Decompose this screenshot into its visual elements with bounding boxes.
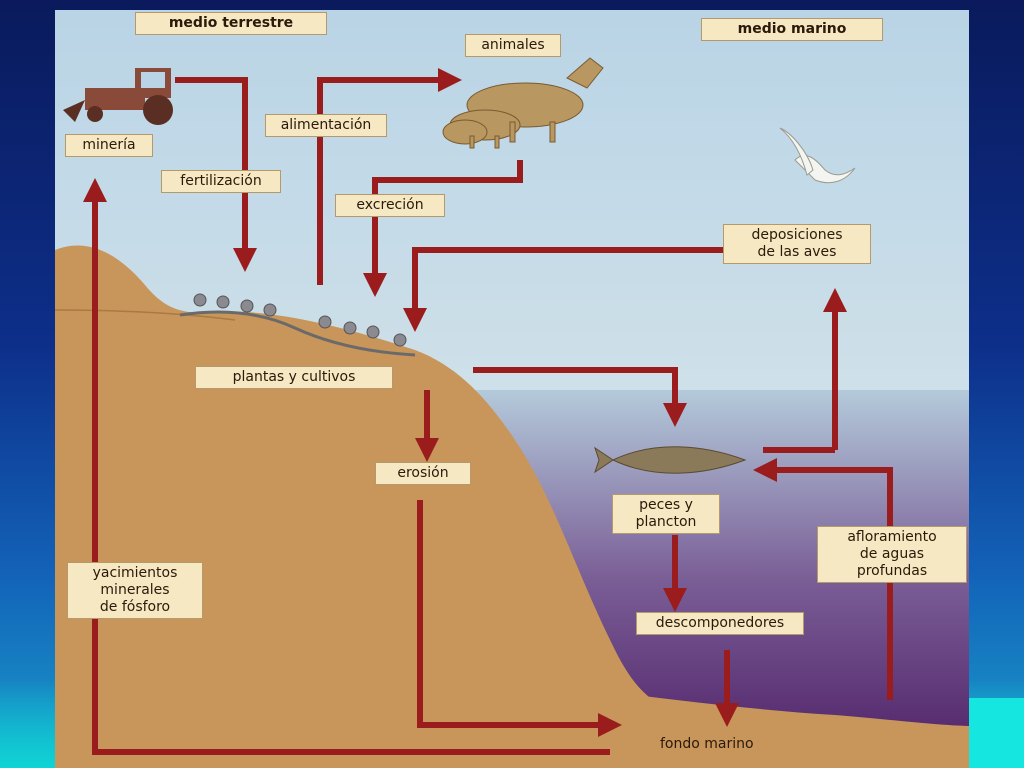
label-animales: animales	[465, 34, 561, 57]
slide-corner-accent	[964, 698, 1024, 768]
arrow-afloramiento	[753, 458, 893, 700]
arrow-deposiciones	[403, 247, 723, 332]
diagram-canvas	[55, 10, 969, 768]
label-plantas: plantas y cultivos	[195, 366, 393, 389]
arrow-alimentacion	[317, 68, 462, 285]
plants-icon	[179, 293, 416, 357]
arrow-yacimientos	[83, 178, 610, 755]
label-fertilizacion: fertilización	[161, 170, 281, 193]
label-erosion: erosión	[375, 462, 471, 485]
arrows	[83, 68, 893, 755]
land-contour	[55, 309, 236, 321]
label-excrecion: excreción	[335, 194, 445, 217]
label-peces: peces y plancton	[612, 494, 720, 534]
label-descomponedores: descomponedores	[636, 612, 804, 635]
arrow-plantas-mar	[473, 367, 687, 427]
phosphorus-cycle-diagram: medio terrestre medio marino animales al…	[55, 10, 969, 768]
fish-icon	[594, 446, 747, 474]
label-medio-marino: medio marino	[701, 18, 883, 41]
label-mineria: minería	[65, 134, 153, 157]
arrow-fertilizacion	[175, 77, 257, 272]
label-fondo-marino: fondo marino	[660, 736, 754, 752]
animals-icon	[442, 57, 604, 149]
arrow-excrecion	[363, 160, 523, 297]
label-alimentacion: alimentación	[265, 114, 387, 137]
tractor-icon	[63, 68, 173, 125]
arrow-erosion-fondo	[417, 500, 622, 737]
bird-icon	[779, 127, 856, 184]
label-yacimientos: yacimientos minerales de fósforo	[67, 562, 203, 619]
label-medio-terrestre: medio terrestre	[135, 12, 327, 35]
label-deposiciones: deposiciones de las aves	[723, 224, 871, 264]
label-afloramiento: afloramiento de aguas profundas	[817, 526, 967, 583]
